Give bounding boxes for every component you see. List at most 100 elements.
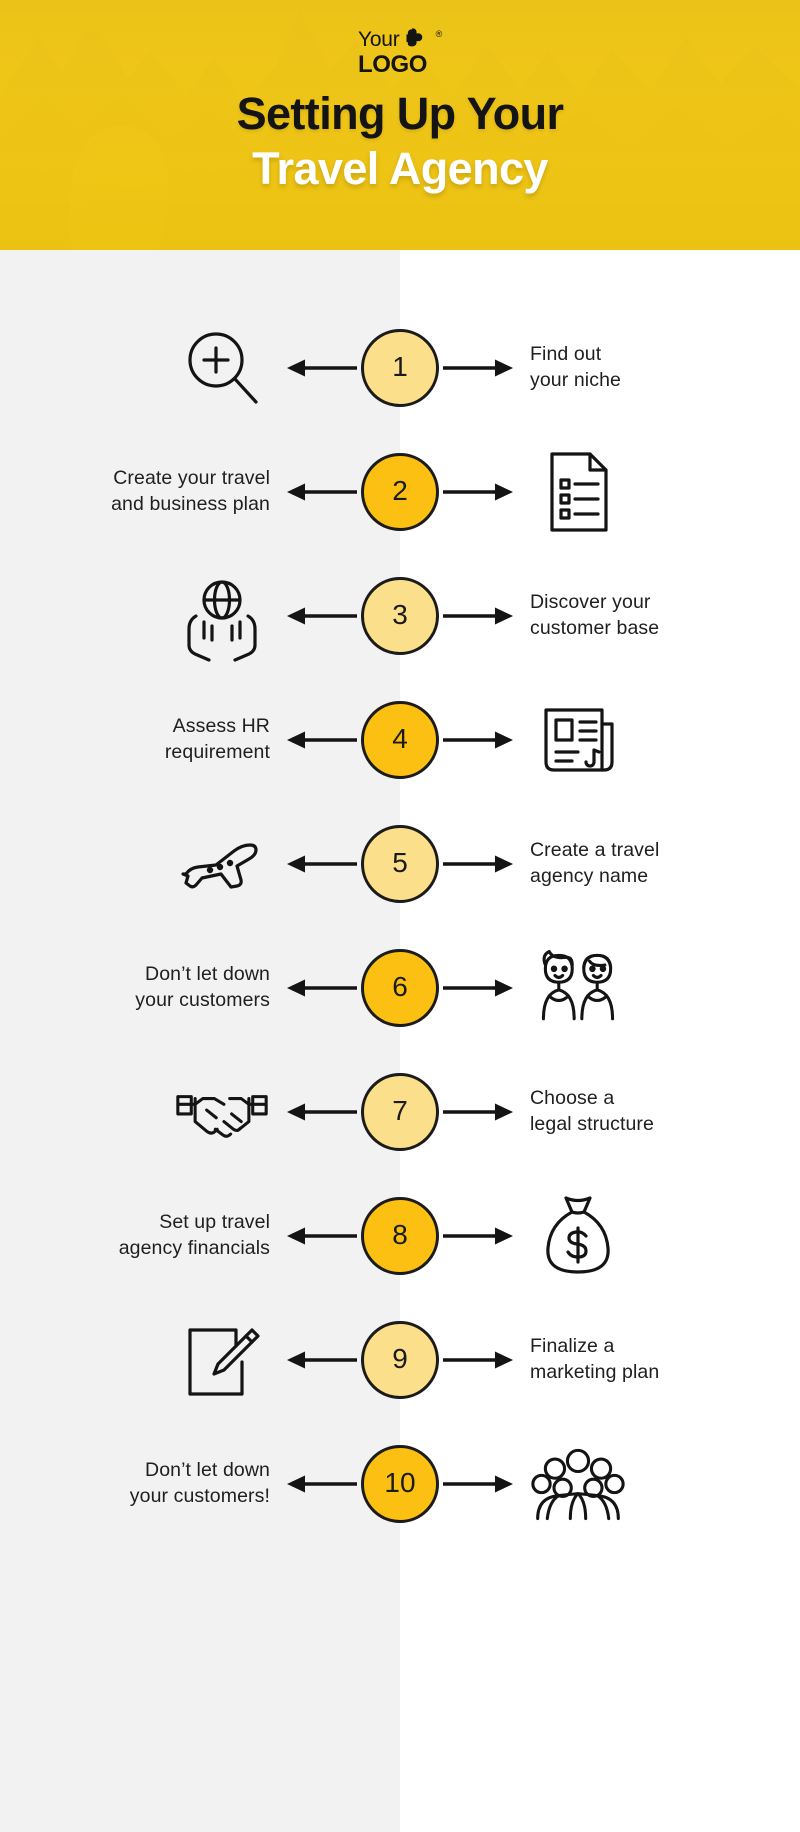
left-background-panel: [0, 250, 400, 1832]
step-number-badge[interactable]: 9: [361, 1321, 439, 1399]
step-label: Don’t let down your customers: [135, 963, 270, 1011]
step-center-cell: 4: [280, 701, 520, 779]
two-customers-icon: [530, 940, 626, 1036]
step-right-cell: [520, 1436, 800, 1532]
step-row: 9 Finalize a marketing plan: [0, 1298, 800, 1422]
arrow-right-icon: [443, 1226, 515, 1246]
arrow-right-icon: [443, 1350, 515, 1370]
header-banner: Your ® LOGO Setting Up Your Travel Agenc…: [0, 0, 800, 250]
step-center-cell: 6: [280, 949, 520, 1027]
step-left-cell: Set up travel agency financials: [0, 1210, 280, 1262]
header-tint-overlay: [0, 0, 800, 250]
clover-mark-icon: [406, 28, 422, 47]
airplane-icon: [174, 816, 270, 912]
step-number-badge[interactable]: 4: [361, 701, 439, 779]
step-number: 3: [392, 599, 408, 630]
arrow-right-icon: [443, 854, 515, 874]
arrow-right-icon: [443, 730, 515, 750]
step-center-cell: 7: [280, 1073, 520, 1151]
step-number-badge[interactable]: 3: [361, 577, 439, 655]
title-line-1: Setting Up Your: [236, 88, 564, 139]
step-center-cell: 5: [280, 825, 520, 903]
step-row: 5 Create a travel agency name: [0, 802, 800, 926]
step-left-cell: Don’t let down your customers: [0, 962, 280, 1014]
arrow-right-icon: [443, 1474, 515, 1494]
step-left-cell: [0, 816, 280, 912]
step-number: 9: [392, 1343, 408, 1374]
step-label: Assess HR requirement: [164, 715, 270, 763]
step-row: 1 Find out your niche: [0, 306, 800, 430]
step-center-cell: 10: [280, 1445, 520, 1523]
step-number: 4: [392, 723, 408, 754]
arrow-right-icon: [443, 978, 515, 998]
step-number-badge[interactable]: 8: [361, 1197, 439, 1275]
arrow-left-icon: [285, 1102, 357, 1122]
step-number-badge[interactable]: 10: [361, 1445, 439, 1523]
step-right-cell: Discover your customer base: [520, 590, 800, 642]
step-row: Create your travel and business plan 2: [0, 430, 800, 554]
step-row: Set up travel agency financials 8: [0, 1174, 800, 1298]
step-left-cell: Create your travel and business plan: [0, 466, 280, 518]
step-right-cell: Create a travel agency name: [520, 838, 800, 890]
arrow-right-icon: [443, 482, 515, 502]
step-row: 3 Discover your customer base: [0, 554, 800, 678]
arrow-left-icon: [285, 606, 357, 626]
arrow-right-icon: [443, 358, 515, 378]
step-left-cell: Assess HR requirement: [0, 714, 280, 766]
title-line-2: Travel Agency: [252, 142, 548, 194]
step-label: Finalize a marketing plan: [530, 1335, 660, 1383]
step-number: 1: [392, 351, 408, 382]
arrow-left-icon: [285, 1226, 357, 1246]
step-number-badge[interactable]: 6: [361, 949, 439, 1027]
step-number: 6: [392, 971, 408, 1002]
arrow-left-icon: [285, 1350, 357, 1370]
arrow-left-icon: [285, 482, 357, 502]
page-title: Setting Up Your Travel Agency: [0, 88, 800, 195]
step-number-badge[interactable]: 2: [361, 453, 439, 531]
money-bag-icon: [530, 1188, 626, 1284]
step-number: 7: [392, 1095, 408, 1126]
step-number: 2: [392, 475, 408, 506]
arrow-right-icon: [443, 606, 515, 626]
arrow-left-icon: [285, 358, 357, 378]
step-center-cell: 3: [280, 577, 520, 655]
step-number: 10: [384, 1467, 416, 1498]
step-right-cell: Find out your niche: [520, 342, 800, 394]
step-label: Create your travel and business plan: [111, 467, 270, 515]
step-number-badge[interactable]: 7: [361, 1073, 439, 1151]
arrow-left-icon: [285, 1474, 357, 1494]
step-center-cell: 2: [280, 453, 520, 531]
step-center-cell: 9: [280, 1321, 520, 1399]
step-left-cell: [0, 320, 280, 416]
notepad-pen-icon: [174, 1312, 270, 1408]
checklist-document-icon: [530, 444, 626, 540]
step-number-badge[interactable]: 5: [361, 825, 439, 903]
handshake-icon: [174, 1064, 270, 1160]
step-right-cell: [520, 692, 800, 788]
logo: Your ® LOGO: [0, 27, 800, 77]
step-right-cell: Finalize a marketing plan: [520, 1334, 800, 1386]
step-left-cell: Don’t let down your customers!: [0, 1458, 280, 1510]
arrow-left-icon: [285, 854, 357, 874]
registered-mark: ®: [435, 29, 443, 39]
magnifier-plus-icon: [174, 320, 270, 416]
step-row: Don’t let down your customers! 10: [0, 1422, 800, 1546]
step-left-cell: [0, 1312, 280, 1408]
logo-text-bottom: LOGO: [357, 51, 428, 78]
step-center-cell: 1: [280, 329, 520, 407]
step-row: Assess HR requirement 4: [0, 678, 800, 802]
group-of-people-icon: [530, 1436, 626, 1532]
step-left-cell: [0, 1064, 280, 1160]
step-row: 7 Choose a legal structure: [0, 1050, 800, 1174]
globe-in-hands-icon: [174, 568, 270, 664]
step-number-badge[interactable]: 1: [361, 329, 439, 407]
step-number: 8: [392, 1219, 408, 1250]
step-right-cell: [520, 940, 800, 1036]
arrow-left-icon: [285, 730, 357, 750]
step-label: Don’t let down your customers!: [129, 1459, 270, 1507]
step-left-cell: [0, 568, 280, 664]
step-center-cell: 8: [280, 1197, 520, 1275]
step-label: Create a travel agency name: [530, 839, 660, 887]
step-label: Choose a legal structure: [530, 1087, 654, 1135]
